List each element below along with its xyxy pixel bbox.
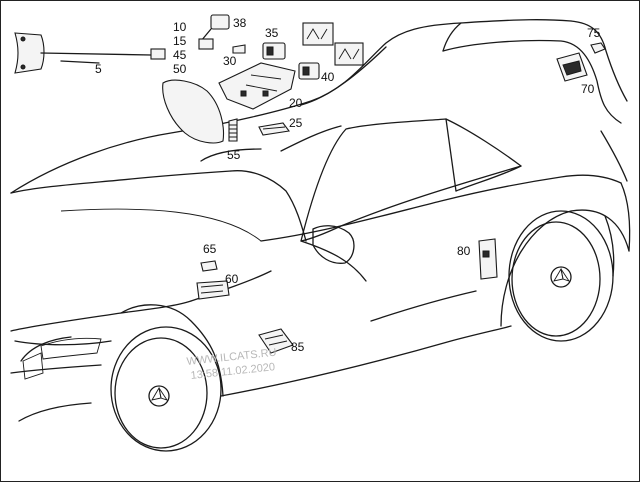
callout-5: 5 bbox=[95, 62, 102, 76]
callout-75: 75 bbox=[587, 26, 601, 40]
callout-20: 20 bbox=[289, 96, 303, 110]
part-25-pad[interactable] bbox=[258, 122, 290, 136]
part-75-bulb[interactable] bbox=[590, 42, 606, 54]
callout-60: 60 bbox=[225, 272, 239, 286]
callout-15: 15 bbox=[173, 34, 187, 48]
callout-35: 35 bbox=[265, 26, 279, 40]
callout-85: 85 bbox=[291, 340, 305, 354]
callout-10: 10 bbox=[173, 20, 187, 34]
part-60-lamp[interactable] bbox=[196, 280, 230, 300]
part-65-bulb[interactable] bbox=[200, 260, 218, 272]
callout-38: 38 bbox=[233, 16, 247, 30]
part-5-lamp-assembly[interactable] bbox=[14, 32, 166, 74]
part-40-switch[interactable] bbox=[298, 42, 364, 80]
callout-80: 80 bbox=[457, 244, 471, 258]
part-20-console[interactable] bbox=[218, 62, 296, 110]
rear-view-mirror bbox=[162, 79, 225, 144]
callout-55: 55 bbox=[227, 148, 241, 162]
rear-wheel bbox=[508, 210, 615, 342]
callout-25: 25 bbox=[289, 116, 303, 130]
callout-70: 70 bbox=[581, 82, 595, 96]
callout-40: 40 bbox=[321, 70, 335, 84]
part-30-bulb[interactable] bbox=[232, 44, 246, 54]
part-85-switch[interactable] bbox=[258, 328, 294, 354]
callout-30: 30 bbox=[223, 54, 237, 68]
part-70-lamp[interactable] bbox=[556, 52, 588, 82]
part-80-lamp[interactable] bbox=[478, 238, 498, 280]
car-body bbox=[10, 19, 631, 422]
callout-45: 45 bbox=[173, 48, 187, 62]
part-38-connector[interactable] bbox=[198, 14, 230, 50]
part-55-screw[interactable] bbox=[228, 118, 238, 142]
part-35-switch[interactable] bbox=[262, 22, 334, 60]
front-wheel bbox=[110, 326, 222, 452]
callout-50: 50 bbox=[173, 62, 187, 76]
callout-65: 65 bbox=[203, 242, 217, 256]
